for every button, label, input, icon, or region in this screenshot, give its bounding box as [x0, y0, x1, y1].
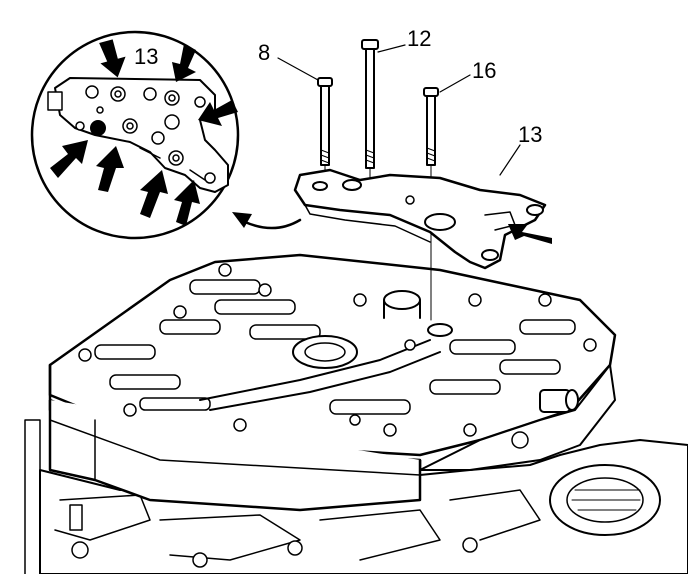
callout-bolt-12: 12 — [407, 26, 431, 51]
plate-13 — [293, 168, 552, 270]
bolt-8 — [317, 77, 333, 166]
callout-plate: 13 — [518, 122, 542, 147]
callout-inset-plate: 13 — [134, 44, 158, 69]
surface-bolt-holes — [78, 263, 597, 437]
valve-spools — [94, 279, 576, 415]
valve-body — [48, 253, 617, 512]
callout-bolt-16: 16 — [472, 58, 496, 83]
transmission-case — [24, 419, 688, 574]
callout-bolt-8: 8 — [258, 40, 270, 65]
inset-holes — [75, 85, 216, 184]
bolt-12 — [361, 39, 379, 169]
inset-detail — [30, 30, 240, 240]
curved-arrow — [232, 212, 302, 230]
bolt-16 — [423, 87, 439, 166]
inset-arrows — [50, 39, 238, 226]
